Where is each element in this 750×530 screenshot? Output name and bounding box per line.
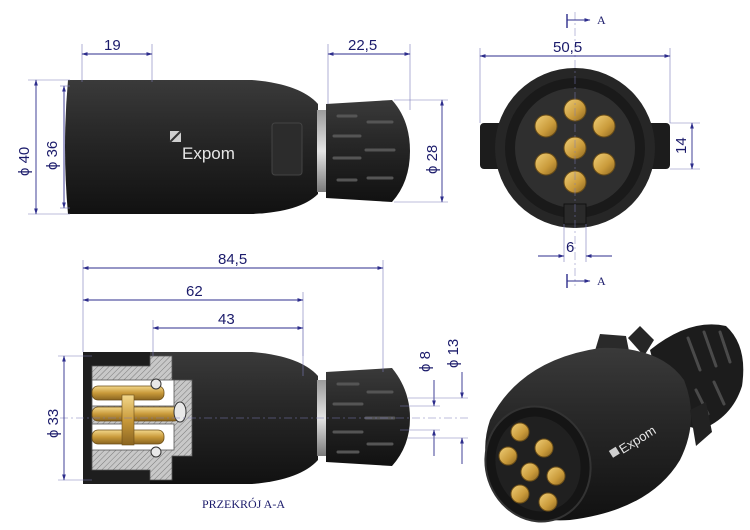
section-pins — [91, 385, 181, 446]
front-pins — [534, 98, 616, 194]
dim-length-22-5: 22,5 — [348, 37, 377, 54]
section-marker-top: A — [566, 13, 606, 28]
dim-diameter-28: ϕ 28 — [424, 145, 441, 174]
dim-length-62: 62 — [186, 283, 203, 300]
pin — [534, 152, 558, 176]
screw — [150, 378, 162, 390]
pin — [534, 438, 554, 458]
pin — [510, 484, 530, 504]
section-label: PRZEKRÓJ A-A — [202, 497, 285, 511]
front-view: 50,5 14 6 A A — [479, 12, 700, 288]
dim-length-43: 43 — [218, 311, 235, 328]
screw — [150, 446, 162, 458]
dim-length-84-5: 84,5 — [218, 251, 247, 268]
dim-diameter-8: ϕ 8 — [417, 351, 434, 372]
pin — [534, 114, 558, 138]
side-rear-cylinder — [65, 80, 152, 214]
pin — [91, 406, 181, 422]
pin — [498, 446, 518, 466]
pin — [510, 422, 530, 442]
section-view: 84,5 62 43 ϕ 33 ϕ 8 ϕ 13 PRZEKRÓJ A-A — [45, 251, 470, 511]
perspective-render: Expom — [484, 324, 744, 523]
render-pins — [498, 422, 566, 512]
pin — [592, 152, 616, 176]
brand-logo: Expom — [169, 130, 235, 163]
pin — [592, 114, 616, 138]
dim-width-50-5: 50,5 — [553, 39, 582, 56]
dim-length-19: 19 — [104, 37, 121, 54]
dim-diameter-40: ϕ 40 — [16, 147, 33, 176]
side-main-body — [150, 80, 318, 214]
pin — [520, 462, 540, 482]
pin — [546, 466, 566, 486]
dim-diameter-36: ϕ 36 — [44, 141, 61, 170]
side-gland-ribs — [332, 114, 396, 182]
side-view: Expom 19 22,5 ϕ 40 ϕ 36 ϕ 28 — [16, 37, 448, 215]
dim-width-6: 6 — [566, 239, 574, 256]
svg-text:A: A — [597, 274, 606, 288]
section-marker-bottom: A — [566, 274, 606, 288]
dim-height-14: 14 — [673, 137, 690, 154]
screw — [173, 401, 187, 423]
dim-diameter-33: ϕ 33 — [45, 409, 62, 438]
side-clip — [271, 122, 303, 176]
dim-diameter-13: ϕ 13 — [445, 339, 462, 368]
svg-text:A: A — [597, 13, 606, 27]
pin — [538, 492, 558, 512]
side-metal-ring — [317, 110, 326, 192]
brand-name-side: Expom — [182, 144, 235, 163]
